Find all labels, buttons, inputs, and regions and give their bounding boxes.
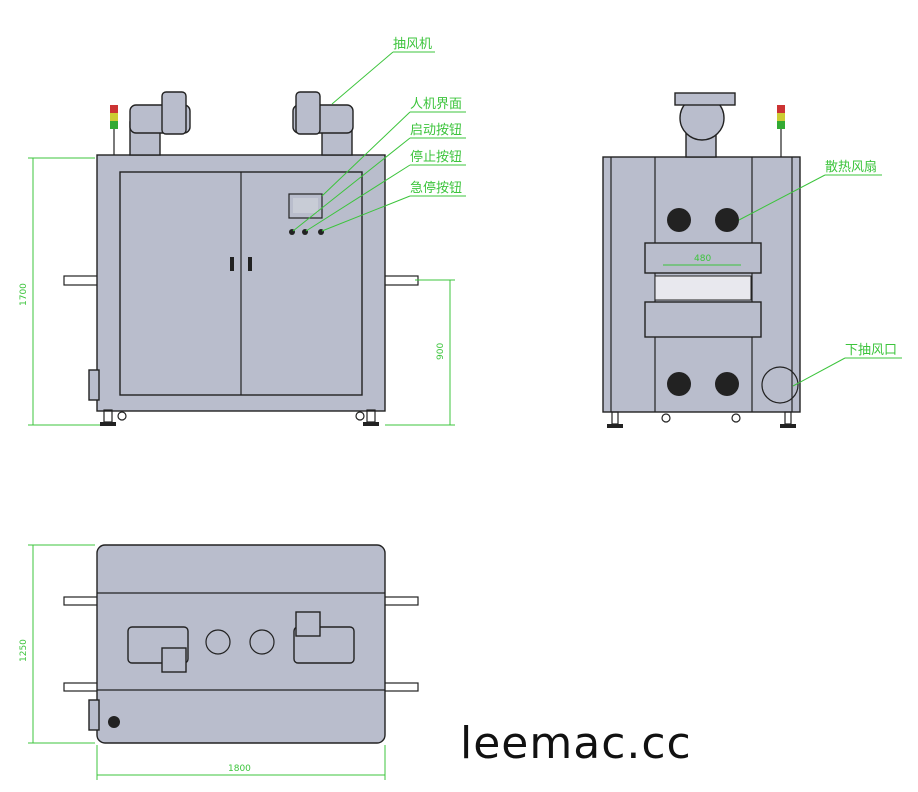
dim-width: 1800: [228, 764, 251, 774]
label-start-button: 启动按钮: [410, 123, 462, 138]
dim-opening-width: 480: [694, 254, 711, 264]
watermark: leemac.cc: [460, 718, 692, 769]
dim-working-height: 900: [436, 343, 446, 360]
dim-height: 1700: [19, 283, 29, 306]
label-exhaust-fan: 抽风机: [393, 37, 432, 52]
dimension-lines: 1700 900 1250 1800: [19, 157, 455, 780]
top-view: [63, 544, 419, 744]
callouts: 抽风机 人机界面 启动按钮 停止按钮 急停按钮 散热风扇 下抽风口: [292, 37, 902, 387]
label-emergency-stop: 急停按钮: [410, 180, 462, 196]
label-bottom-exhaust: 下抽风口: [845, 343, 897, 358]
label-hmi: 人机界面: [410, 97, 462, 112]
front-view: [63, 91, 419, 426]
label-cooling-fan: 散热风扇: [825, 159, 877, 175]
label-stop-button: 停止按钮: [410, 149, 462, 165]
dim-depth: 1250: [19, 639, 29, 662]
side-view: 480: [602, 92, 801, 428]
